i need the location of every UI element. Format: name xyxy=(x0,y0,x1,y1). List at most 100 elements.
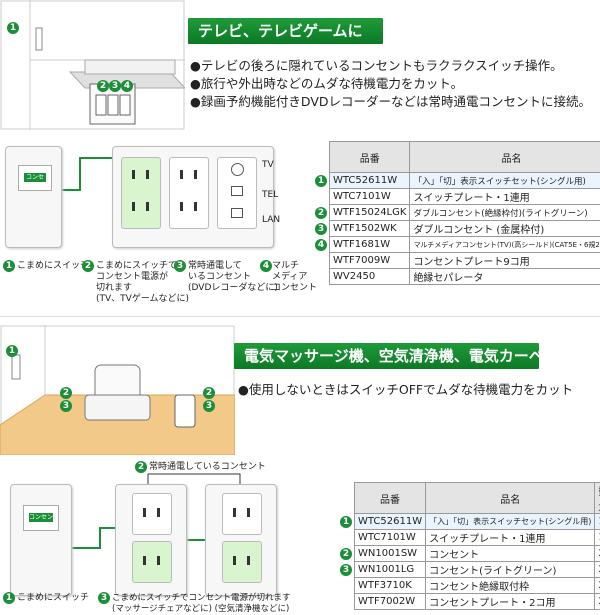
scene-marker-4: 4 xyxy=(121,80,133,92)
scene-marker-3b: 3 xyxy=(203,400,215,412)
switch-plate: コンセント xyxy=(5,146,62,248)
switched-outlet[interactable] xyxy=(132,541,172,583)
room-scene xyxy=(0,0,187,130)
switched-outlet[interactable] xyxy=(121,157,161,229)
row-name: 絶縁セパレータ xyxy=(409,268,600,285)
row-marker: 1 xyxy=(340,515,352,528)
scene-marker-2b: 2 xyxy=(203,387,215,399)
row-code: WN1001SW xyxy=(353,545,427,562)
row-name: ダブルコンセント (金属枠付) xyxy=(409,220,600,237)
outlet-plate-left xyxy=(115,484,187,596)
col-name: 品名 xyxy=(409,141,600,173)
label-tel: TEL xyxy=(262,190,279,200)
caption-1-text: こまめにスイッチ xyxy=(17,261,90,271)
caption-1-marker: 1 xyxy=(3,260,15,272)
row-marker: 1 xyxy=(315,174,327,187)
table-row: WTF7009Wコンセントプレート9コ用1 xyxy=(315,252,600,269)
always-on-outlet[interactable] xyxy=(132,493,172,535)
scene-marker-1: 1 xyxy=(7,22,19,34)
row-marker: 2 xyxy=(315,206,327,219)
switch-button[interactable]: コンセント xyxy=(23,505,59,531)
scene-marker-3: 3 xyxy=(109,80,121,92)
row-qty: 2 xyxy=(594,545,600,562)
col-code: 品番 xyxy=(353,482,427,514)
top-note-text: 常時通電しているコンセント xyxy=(149,462,266,472)
outlet-plate xyxy=(112,146,274,248)
table-row: WTF3710Kコンセント絶縁取付枠2 xyxy=(340,577,600,594)
row-marker: 3 xyxy=(315,222,327,235)
row-name: ダブルコンセント(絶縁枠付)(ライトグリーン) xyxy=(409,204,600,221)
appliance-room-illustration: 1 2 3 2 3 xyxy=(0,325,236,456)
row-code: WTC52611W xyxy=(328,172,411,189)
always-on-outlet[interactable] xyxy=(222,493,262,535)
switch-button[interactable]: コンセント xyxy=(18,165,52,191)
col-code: 品番 xyxy=(328,141,411,173)
outlet-plate-right xyxy=(205,484,277,596)
section-tv: 1 2 3 4 テレビ、テレビゲームに ●テレビの後ろに隠れているコンセントもラ… xyxy=(0,0,600,310)
section-appliances: 1 2 3 2 3 電気マッサージ機、空気清浄機、電気カーペットに ●使用しない… xyxy=(0,325,600,615)
section1-parts-table: 品番 品名 数量 1WTC52611W「入」「切」表示スイッチセット(シングル用… xyxy=(315,141,600,285)
section1-bullet-3: ●録画予約機能付きDVDレコーダーなどは常時通電コンセントに接続。 xyxy=(190,94,591,109)
row-qty: 2 xyxy=(594,577,600,594)
row-code: WV2450 xyxy=(328,268,411,285)
caption-4-marker: 4 xyxy=(260,260,272,272)
row-code: WTF7002W xyxy=(353,593,427,610)
row-marker: 3 xyxy=(340,563,352,576)
row-code: WTC7101W xyxy=(328,188,411,205)
scene-marker-3: 3 xyxy=(60,400,72,412)
table-row: 2WN1001SWコンセント2 xyxy=(340,545,600,562)
caption-2-text: こまめにスイッチで コンセント電源が 切れます (TV、TVゲームなどに) xyxy=(96,261,190,304)
appliance-wiring-diagram: 2 常時通電しているコンセント コンセント xyxy=(0,458,300,615)
caption-2-marker: 2 xyxy=(82,260,94,272)
row-code: WTF15024LGK xyxy=(328,204,411,221)
row-code: WTC7101W xyxy=(353,529,427,546)
row-marker: 2 xyxy=(340,547,352,560)
row-code: WTC52611W xyxy=(353,513,427,530)
section1-bullet-1: ●テレビの後ろに隠れているコンセントもラクラクスイッチ操作。 xyxy=(190,58,563,73)
row-qty: 2 xyxy=(594,593,600,610)
section1-bullet-2: ●旅行や外出時などのムダな待機電力をカット。 xyxy=(190,76,464,91)
always-on-outlet[interactable] xyxy=(169,157,209,229)
row-qty: 2 xyxy=(594,561,600,578)
section2-parts-table: 品番 品名 数量 1WTC52611W「入」「切」表示スイッチセット(シングル用… xyxy=(340,482,600,610)
top-note-marker: 2 xyxy=(135,461,147,473)
caption-3-marker: 3 xyxy=(98,592,110,604)
switched-outlet[interactable] xyxy=(222,541,262,583)
row-qty: 1 xyxy=(594,513,600,530)
multimedia-outlet[interactable] xyxy=(217,157,257,229)
scene-marker-1: 1 xyxy=(6,345,18,357)
row-name: 「入」「切」表示スイッチセット(シングル用) xyxy=(409,172,600,189)
row-name: コンセントプレート・2コ用 xyxy=(425,593,596,610)
row-qty: 1 xyxy=(594,529,600,546)
row-name: コンセント xyxy=(425,545,596,562)
row-code: WN1001LG xyxy=(353,561,427,578)
caption-4-text: マルチ メディア コンセント xyxy=(272,261,318,293)
row-name: 「入」「切」表示スイッチセット(シングル用) xyxy=(425,513,596,530)
caption-3-text: こまめにスイッチでコンセント電源が切れます (マッサージチェアなどに) (空気清… xyxy=(112,593,291,614)
row-name: コンセント(ライトグリーン) xyxy=(425,561,596,578)
section-divider xyxy=(0,316,600,317)
row-name: コンセント絶縁取付枠 xyxy=(425,577,596,594)
row-code: WTF1502WK xyxy=(328,220,411,237)
col-name: 品名 xyxy=(425,482,596,514)
row-code: WTF7009W xyxy=(328,252,411,269)
caption-3-text: 常時通電して いるコンセント (DVDレコーダなどに) xyxy=(188,261,278,293)
switch-plate: コンセント xyxy=(10,484,72,596)
caption-1-marker: 1 xyxy=(3,592,15,604)
tv-wiring-diagram: コンセント TV TEL LAN 1 こまめにスイッチ 2 こまめにスイッチで … xyxy=(0,140,317,310)
row-name: マルチメディアコンセント(TV)(高シールド)(CAT5E・6規2心) xyxy=(409,236,600,253)
room-scene xyxy=(0,325,236,456)
row-marker: 4 xyxy=(315,238,327,251)
switch-indicator: コンセント xyxy=(29,513,54,530)
row-name: スイッチプレート・1連用 xyxy=(425,529,596,546)
